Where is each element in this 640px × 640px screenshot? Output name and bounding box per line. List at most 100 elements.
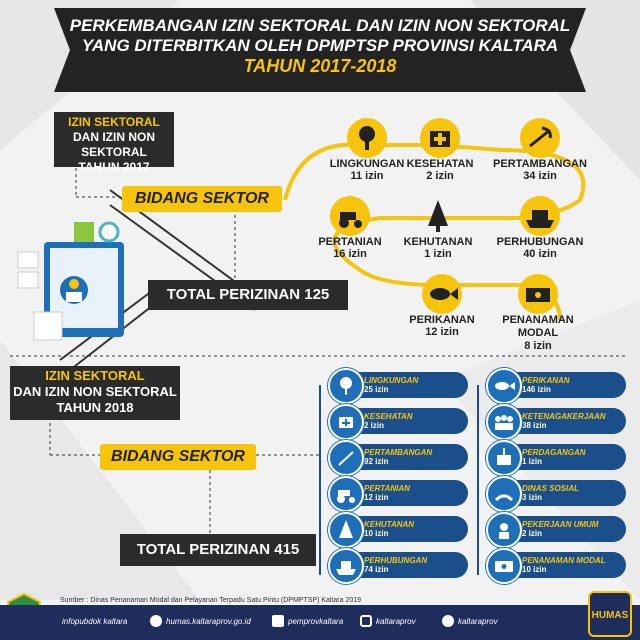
total-2017: TOTAL PERIZINAN 125 (148, 280, 348, 310)
footer-facebook[interactable]: pemprovkaltara (288, 617, 344, 626)
construction-icon (486, 512, 522, 548)
sector-count: 40 izin (523, 248, 557, 260)
title-2017: IZIN SEKTORAL DAN IZIN NON SEKTORAL TAHU… (54, 112, 174, 174)
sector-count: 11 izin (350, 170, 384, 182)
sector-name: PERTAMBANGAN (493, 158, 587, 170)
header-banner: PERKEMBANGAN IZIN SEKTORAL DAN IZIN NON … (54, 8, 586, 92)
medical-kit-icon (328, 404, 364, 440)
instagram-icon (360, 615, 372, 627)
sector-name: PERTANIAN (318, 236, 382, 248)
twitter-icon (442, 615, 454, 627)
item-name: PERTANIAN (364, 484, 410, 493)
title-2018-line1: IZIN SEKTORAL (45, 368, 145, 383)
pine-tree-icon (328, 512, 364, 548)
facebook-icon (272, 615, 284, 627)
item-name: PERIKANAN (522, 376, 570, 385)
item-count: 10 izin (364, 529, 389, 538)
item-name: LINGKUNGAN (364, 376, 419, 385)
sector-name: KESEHATAN (406, 158, 474, 170)
mining-icon (520, 118, 560, 158)
item-count: 3 izin (522, 493, 543, 502)
item-count: 92 izin (364, 457, 389, 466)
social-icon (486, 476, 522, 512)
item-name: KESEHATAN (364, 412, 413, 421)
item-count: 1 izin (522, 457, 543, 466)
globe-icon (150, 615, 162, 627)
title-2018-line3: TAHUN 2018 (56, 400, 134, 415)
item-name: KEHUTANAN (364, 520, 415, 529)
footer-website[interactable]: humas.kaltaraprov.go.id (166, 617, 251, 626)
computer-illustration (17, 221, 124, 341)
pine-tree-icon (418, 196, 458, 236)
ship-icon (328, 548, 364, 584)
tractor-icon (328, 476, 364, 512)
item-count: 10 izin (522, 565, 547, 574)
money-icon (518, 274, 558, 314)
trade-icon (486, 440, 522, 476)
header-line3: TAHUN 2017-2018 (243, 56, 397, 76)
title-2018-line2: DAN IZIN NON SEKTORAL (13, 384, 177, 399)
item-name: PENANAMAN MODAL (522, 556, 606, 565)
title-2017-line1: IZIN SEKTORAL (68, 115, 160, 129)
sector-count: 16 izin (333, 248, 367, 260)
item-count: 38 izin (522, 421, 547, 430)
medical-kit-icon (420, 118, 460, 158)
item-name: PERDAGANGAN (522, 448, 586, 457)
item-count: 74 izin (364, 565, 389, 574)
footer-twitter[interactable]: kaltaraprov (458, 617, 498, 626)
sector-name: LINGKUNGAN (329, 158, 405, 170)
sector-count: 2 izin (426, 170, 454, 182)
sector-2017-item: PERTANIAN 16 izin (310, 196, 390, 260)
footer-infopubdok[interactable]: infopubdok kaltara (62, 617, 128, 626)
item-name: PERHUBUNGAN (364, 556, 428, 565)
sector-2017-item: PERHUBUNGAN 40 izin (486, 196, 594, 260)
sector-2017-item: PERTAMBANGAN 34 izin (480, 118, 600, 182)
title-2017-line3: TAHUN 2017 (78, 160, 150, 174)
humas-logo: HUMAS (588, 591, 632, 637)
item-name: KETENAGAKERJAAN (522, 412, 606, 421)
bidang-sektor-2018: BIDANG SEKTOR (100, 444, 256, 470)
tractor-icon (330, 196, 370, 236)
mining-icon (328, 440, 364, 476)
sector-name: KEHUTANAN (403, 236, 473, 248)
title-2018: IZIN SEKTORAL DAN IZIN NON SEKTORAL TAHU… (10, 366, 180, 420)
item-count: 2 izin (522, 529, 543, 538)
sector-name: PERIKANAN (409, 314, 475, 326)
sector-2017-item: PENANAMAN MODAL 8 izin (488, 274, 588, 352)
sector-2017-item: LINGKUNGAN 11 izin (325, 118, 409, 182)
sector-count: 1 izin (424, 248, 452, 260)
header-line1: PERKEMBANGAN IZIN SEKTORAL DAN IZIN NON … (69, 16, 571, 35)
fish-icon (422, 274, 462, 314)
ship-icon (520, 196, 560, 236)
sector-name: PERHUBUNGAN (496, 236, 584, 248)
item-count: 12 izin (364, 493, 389, 502)
title-2017-line2: DAN IZIN NON SEKTORAL (73, 130, 155, 159)
sector-count: 12 izin (425, 326, 459, 338)
item-name: PERTAMBANGAN (364, 448, 433, 457)
footer-bar: infopubdok kaltara humas.kaltaraprov.go.… (0, 591, 640, 640)
item-count: 25 izin (364, 385, 389, 394)
total-2018: TOTAL PERIZINAN 415 (120, 534, 316, 566)
tree-icon (328, 368, 364, 404)
sector-2017-item: PERIKANAN 12 izin (400, 274, 484, 338)
sector-count: 34 izin (523, 170, 557, 182)
bidang-sektor-2017: BIDANG SEKTOR (122, 186, 282, 212)
sector-name: PENANAMAN MODAL (502, 314, 574, 339)
fish-icon (486, 368, 522, 404)
item-count: 146 izin (522, 385, 551, 394)
sector-2017-item: KESEHATAN 2 izin (398, 118, 482, 182)
sector-count: 8 izin (524, 340, 552, 352)
item-count: 2 izin (364, 421, 385, 430)
footer-instagram[interactable]: kaltaraprov (376, 617, 416, 626)
item-name: PEKERJAAN UMUM (522, 520, 599, 529)
